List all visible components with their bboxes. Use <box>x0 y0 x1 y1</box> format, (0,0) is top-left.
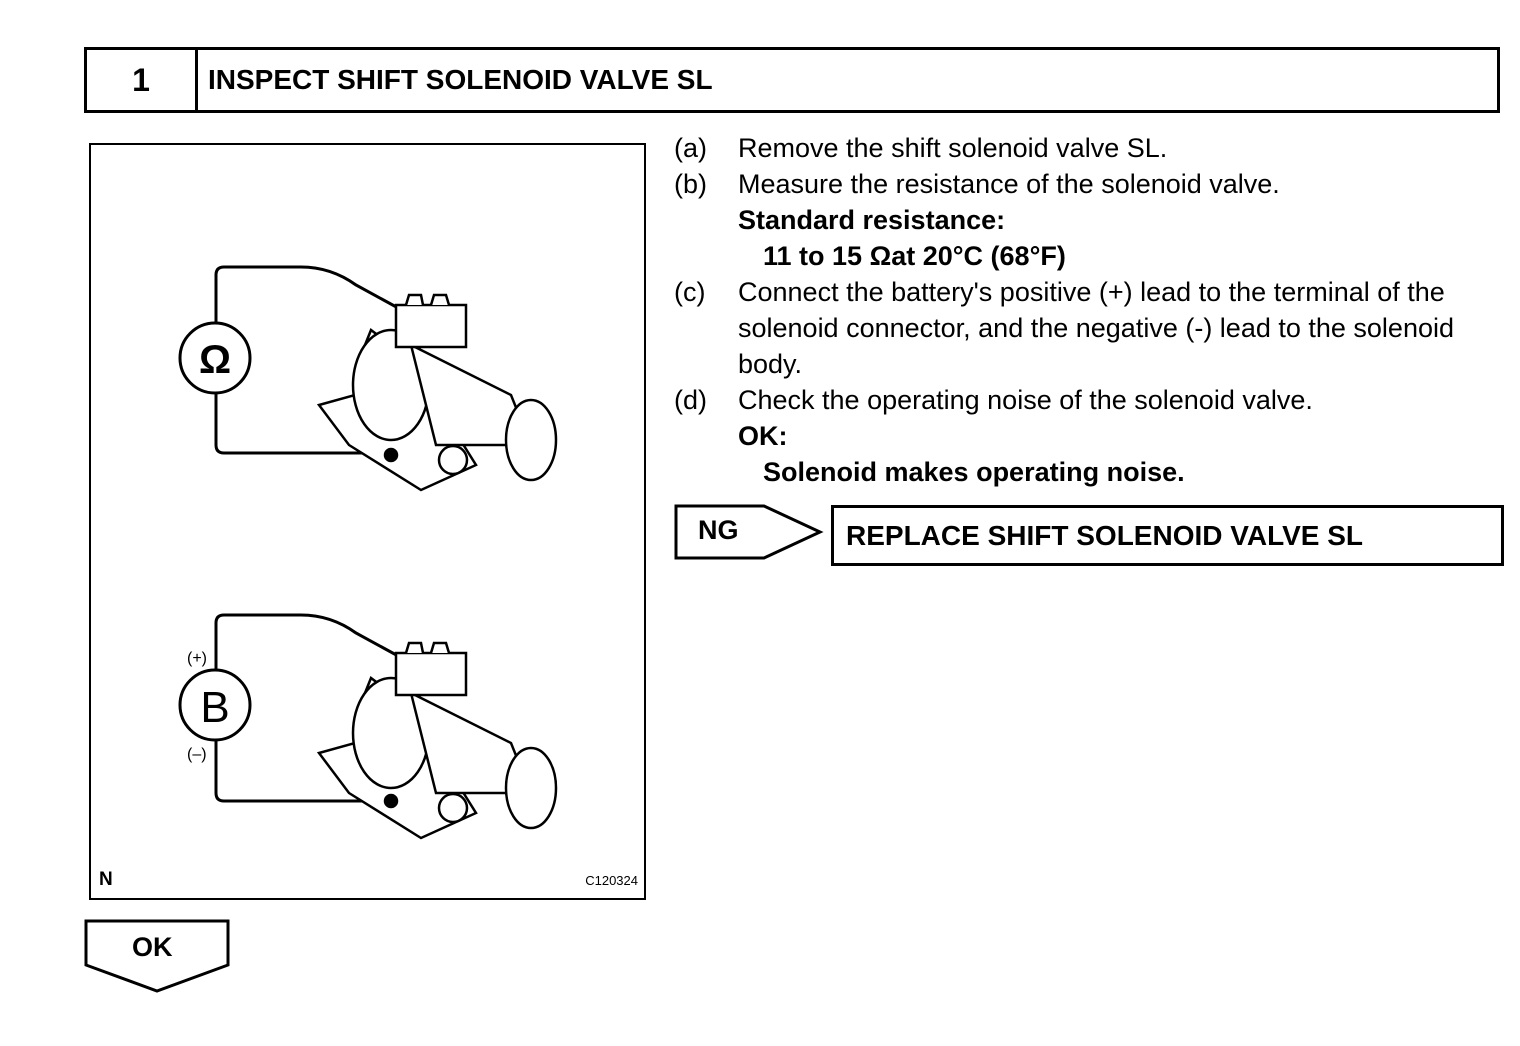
step-title: INSPECT SHIFT SOLENOID VALVE SL <box>208 64 713 95</box>
solenoid-figure: Ω B (+) (–) <box>89 143 646 900</box>
solenoid-illustration: Ω B (+) (–) <box>178 265 558 840</box>
ok-criteria-value: Solenoid makes operating noise. <box>763 457 1185 487</box>
step-b: (b) Measure the resistance of the soleno… <box>674 166 1504 202</box>
battery-diagram <box>178 613 412 803</box>
figure-code: C120324 <box>585 873 638 888</box>
ng-action-box[interactable]: REPLACE SHIFT SOLENOID VALVE SL <box>831 505 1504 566</box>
ohmmeter-diagram <box>178 265 412 455</box>
step-a: (a) Remove the shift solenoid valve SL. <box>674 130 1504 166</box>
spec-value: 11 to 15 Ωat 20°C (68°F) <box>763 241 1066 271</box>
figure-corner-letter: N <box>99 869 113 890</box>
ok-criteria-heading: OK: <box>738 421 788 451</box>
ok-arrow-icon <box>84 919 230 993</box>
step-text: Remove the shift solenoid valve SL. <box>738 133 1168 163</box>
ok-button[interactable]: OK <box>132 932 173 962</box>
step-c: (c) Connect the battery's positive (+) l… <box>674 274 1504 382</box>
step-label: (a) <box>674 133 707 163</box>
step-text: Connect the battery's positive (+) lead … <box>738 277 1454 379</box>
ng-label[interactable]: NG <box>698 515 739 545</box>
battery-symbol: B <box>200 683 229 732</box>
solenoid-valve-bottom <box>316 641 558 840</box>
step-header: 1 INSPECT SHIFT SOLENOID VALVE SL <box>84 47 1500 113</box>
step-number: 1 <box>87 50 198 110</box>
step-d: (d) Check the operating noise of the sol… <box>674 382 1504 418</box>
step-label: (d) <box>674 385 707 415</box>
step-label: (b) <box>674 169 707 199</box>
solenoid-valve-top <box>316 293 558 492</box>
negative-label: (–) <box>187 746 207 763</box>
spec-heading: Standard resistance: <box>738 205 1006 235</box>
ohm-symbol: Ω <box>199 338 231 382</box>
step-text: Check the operating noise of the solenoi… <box>738 385 1313 415</box>
procedure-steps: (a) Remove the shift solenoid valve SL. … <box>674 130 1504 490</box>
step-text: Measure the resistance of the solenoid v… <box>738 169 1280 199</box>
positive-label: (+) <box>187 650 207 667</box>
ng-arrow-icon <box>674 504 824 560</box>
step-label: (c) <box>674 277 706 307</box>
